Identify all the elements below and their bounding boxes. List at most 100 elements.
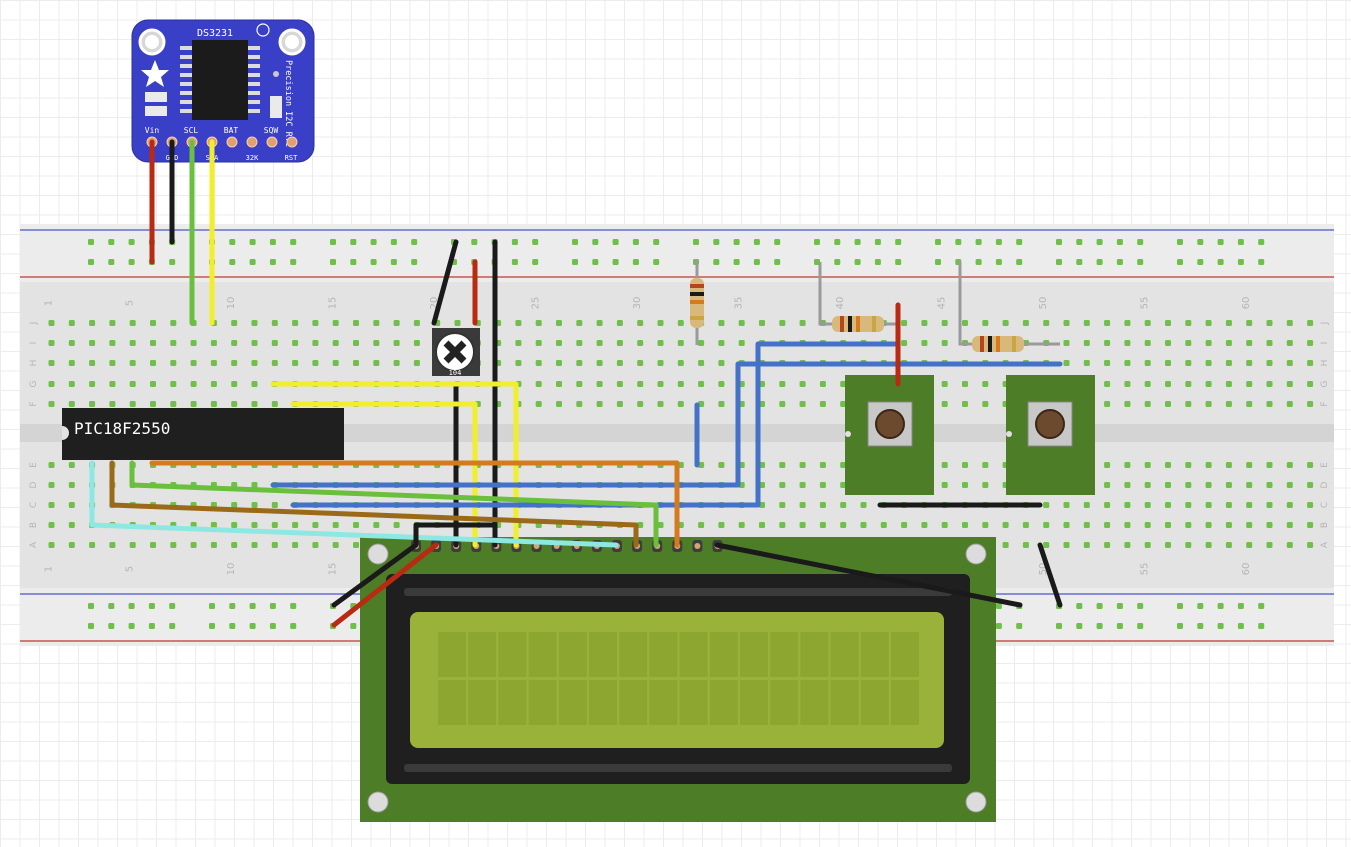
- breadboard-hole: [657, 381, 664, 387]
- breadboard-hole: [637, 320, 644, 326]
- rail-hole: [1258, 239, 1265, 245]
- breadboard-hole: [962, 401, 968, 407]
- breadboard-hole: [901, 320, 908, 326]
- breadboard-hole: [738, 320, 745, 326]
- rail-hole: [1258, 603, 1265, 609]
- rail-hole: [753, 239, 760, 245]
- breadboard-hole: [759, 522, 765, 528]
- breadboard-hole: [150, 401, 156, 407]
- breadboard-hole: [718, 360, 725, 366]
- lcd-cell: [891, 680, 919, 725]
- row-letter: G: [1320, 380, 1330, 387]
- rail-hole: [128, 259, 135, 265]
- rail-hole: [1137, 623, 1144, 629]
- breadboard-hole: [657, 340, 664, 346]
- rail-hole: [1237, 239, 1244, 245]
- row-letter: C: [1320, 502, 1330, 508]
- breadboard-hole: [1165, 320, 1171, 326]
- rail-hole: [290, 603, 297, 609]
- column-number: 1: [44, 566, 55, 572]
- breadboard-hole: [1063, 320, 1070, 326]
- breadboard-hole: [1307, 320, 1314, 326]
- breadboard-hole: [962, 462, 968, 468]
- breadboard-hole: [1307, 522, 1314, 528]
- rail-hole: [148, 603, 155, 609]
- lcd-cell: [438, 680, 466, 725]
- breadboard-hole: [515, 340, 522, 346]
- breadboard-hole: [251, 340, 258, 346]
- rail-hole: [269, 623, 276, 629]
- chip-pin: [248, 91, 260, 95]
- breadboard-hole: [353, 320, 359, 326]
- breadboard-hole: [799, 522, 806, 528]
- rail-hole: [1197, 603, 1204, 609]
- wire-orange: [149, 460, 680, 548]
- breadboard-hole: [657, 401, 664, 407]
- row-letter: H: [1320, 360, 1330, 367]
- breadboard-hole: [129, 381, 136, 387]
- breadboard-hole: [515, 360, 522, 366]
- breadboard-hole: [982, 320, 989, 326]
- rail-hole: [1217, 239, 1224, 245]
- breadboard-hole: [1185, 320, 1192, 326]
- rail-hole: [169, 259, 176, 265]
- breadboard-hole: [393, 340, 400, 346]
- breadboard-hole: [880, 522, 887, 528]
- breadboard-hole: [779, 320, 786, 326]
- column-number: 60: [1241, 297, 1252, 310]
- lcd-cell: [800, 680, 829, 725]
- breadboard-hole: [150, 320, 156, 326]
- breadboard-hole: [1063, 340, 1070, 346]
- row-letter: C: [29, 502, 39, 508]
- rail-hole: [995, 603, 1002, 609]
- breadboard-hole: [292, 522, 299, 528]
- breadboard-hole: [698, 522, 705, 528]
- column-number: 5: [125, 566, 136, 572]
- breadboard-hole: [1246, 542, 1253, 548]
- rtc-title: DS3231: [197, 28, 233, 39]
- rail-hole: [511, 239, 518, 245]
- lcd-cell: [679, 680, 708, 725]
- rail-hole: [249, 603, 256, 609]
- wire-black-gnd: [1037, 542, 1063, 608]
- rail-hole: [471, 239, 478, 245]
- rail-hole: [1177, 239, 1183, 245]
- breadboard-hole: [1144, 320, 1151, 326]
- breadboard-hole: [962, 320, 968, 326]
- breadboard-hole: [515, 320, 522, 326]
- breadboard-hole: [68, 522, 75, 528]
- breadboard-hole: [556, 340, 562, 346]
- breadboard-hole: [1104, 360, 1111, 366]
- wire-blue-2: [290, 341, 901, 508]
- rail-hole: [1096, 603, 1103, 609]
- breadboard-hole: [1022, 522, 1029, 528]
- breadboard-hole: [48, 381, 55, 387]
- breadboard-hole: [637, 360, 644, 366]
- rail-hole: [592, 239, 599, 245]
- column-number: 50: [1038, 297, 1049, 310]
- rail-hole: [653, 239, 660, 245]
- rail-hole: [390, 259, 397, 265]
- breadboard-hole: [698, 401, 705, 407]
- breadboard-hole: [251, 360, 258, 366]
- rail-hole: [1076, 623, 1083, 629]
- breadboard-hole: [1185, 381, 1192, 387]
- breadboard-hole: [292, 542, 299, 548]
- breadboard-hole: [1144, 462, 1151, 468]
- lcd-cell: [468, 680, 497, 725]
- breadboard-hole: [393, 522, 400, 528]
- breadboard-hole: [48, 360, 55, 366]
- breadboard-hole: [1246, 462, 1253, 468]
- breadboard-hole: [129, 360, 136, 366]
- rail-hole: [269, 239, 276, 245]
- breadboard-hole: [1205, 360, 1212, 366]
- breadboard-hole: [150, 360, 156, 366]
- breadboard-hole: [535, 320, 542, 326]
- column-number: 30: [632, 297, 643, 310]
- breadboard-hole: [48, 340, 55, 346]
- rail-hole: [713, 239, 720, 245]
- rail-hole: [169, 623, 176, 629]
- breadboard-hole: [1266, 381, 1273, 387]
- pic-body: [62, 408, 344, 460]
- breadboard-hole: [170, 360, 177, 366]
